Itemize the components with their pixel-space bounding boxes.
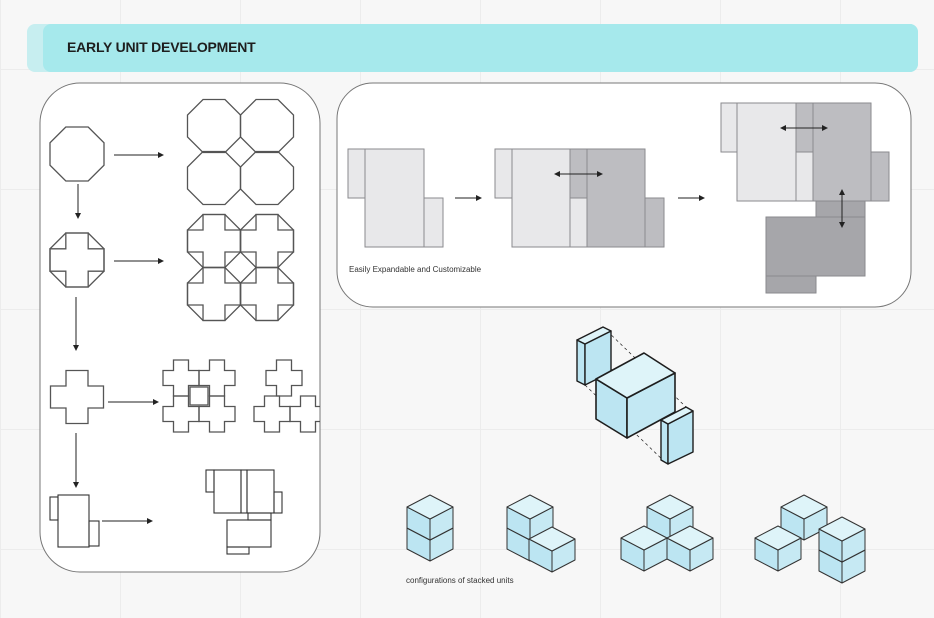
block-top-face (754, 525, 802, 551)
block-top-face (528, 526, 576, 552)
stacked-unit-block (528, 526, 576, 573)
shape-evolution-panel (39, 82, 321, 573)
octagon-unit (239, 98, 295, 154)
panel-frame (39, 82, 321, 573)
evolution-arrows (73, 152, 164, 524)
stacked-unit-block (780, 494, 828, 541)
exploded-unit-isometric (576, 326, 694, 465)
block-top-face (780, 494, 828, 520)
cross-cluster-core (189, 386, 209, 406)
stacked-unit-block (406, 494, 454, 541)
unit-stage-3 (720, 102, 890, 294)
cross-unit (253, 395, 291, 433)
cross-unit (49, 369, 105, 425)
stacking-caption: configurations of stacked units (406, 576, 514, 585)
right-panel-slab (660, 406, 694, 465)
cross-unit (289, 395, 320, 433)
unit-stage-2 (494, 148, 665, 248)
stacked-unit-block (620, 525, 668, 572)
block-top-face (620, 525, 668, 551)
cross-unit (198, 395, 236, 433)
block-top-face (406, 494, 454, 520)
stacked-unit-block (646, 494, 694, 541)
expansion-panel (336, 82, 912, 308)
cross-inset (186, 266, 242, 322)
cross-unit (162, 395, 200, 433)
unit-stage-1 (347, 148, 444, 248)
block-top-face (506, 494, 554, 520)
cross-unit (265, 359, 303, 397)
octagon-unit (186, 150, 242, 206)
expansion-arrows (455, 125, 845, 228)
cross-inset (239, 266, 295, 322)
stacked-configurations (406, 494, 866, 584)
stacked-unit-block (818, 516, 866, 563)
octagon-unit (186, 98, 242, 154)
block-top-face (646, 494, 694, 520)
stacked-unit-block (754, 525, 802, 572)
left-panel-slab (576, 326, 612, 386)
stacked-unit-block (666, 525, 714, 572)
expansion-caption: Easily Expandable and Customizable (349, 265, 482, 274)
octagon-unit (239, 150, 295, 206)
page-title: EARLY UNIT DEVELOPMENT (67, 39, 256, 55)
header-band: EARLY UNIT DEVELOPMENT (43, 24, 918, 72)
block-top-face (666, 525, 714, 551)
octagon-unit (49, 126, 105, 182)
block-top-face (818, 516, 866, 542)
rect-unit-plans (49, 469, 283, 555)
cross-inset (49, 232, 105, 288)
